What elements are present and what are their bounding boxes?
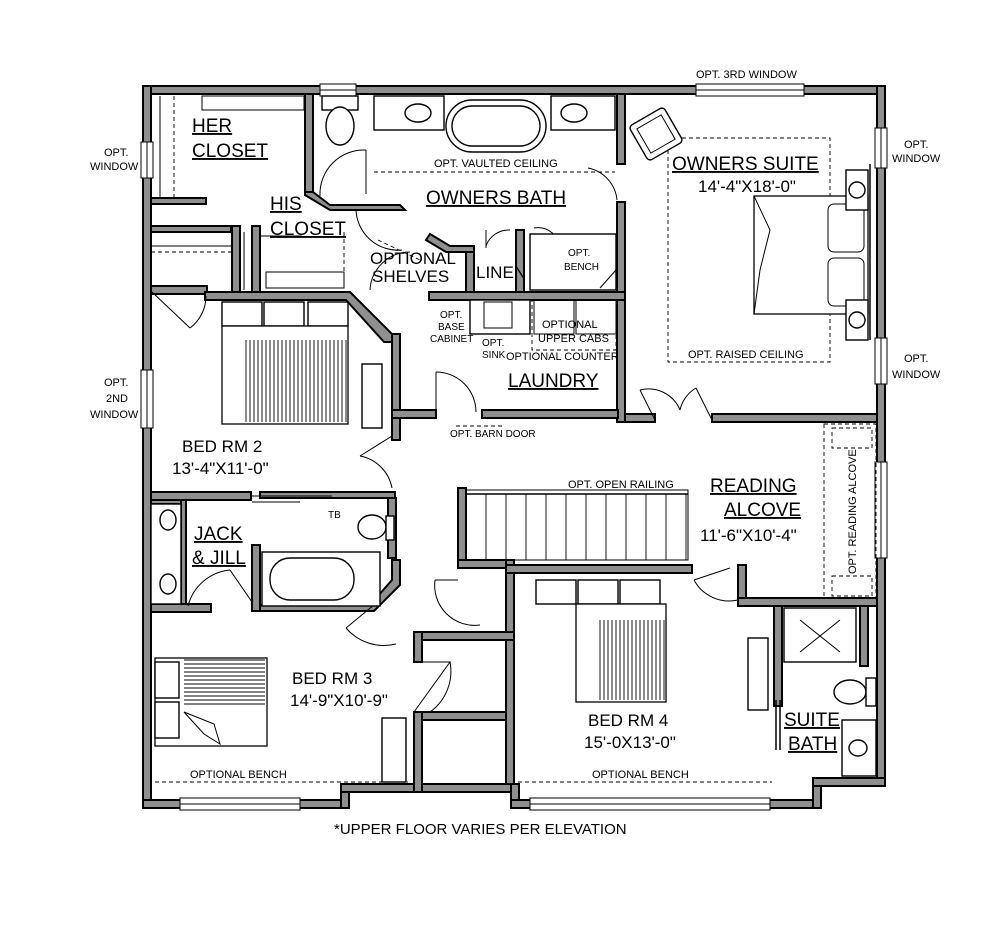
labels: HER CLOSET HIS CLOSET OWNERS BATH OWNERS… [90,69,941,838]
opt-window-right-mid-label-2: WINDOW [892,369,941,381]
tb-label: TB [328,510,341,521]
bed-rm-3-fixtures [154,657,408,783]
bed-rm-4-label: BED RM 4 [588,711,668,730]
reading-alcove-dim: 11'-6"X10'-4" [700,526,797,545]
optional-upper-cabs-label-2: UPPER CABS [538,333,609,345]
optional-upper-cabs-label: OPTIONAL [542,319,598,331]
opt-barn-door-label: OPT. BARN DOOR [450,429,536,440]
bed-rm-3-label: BED RM 3 [292,669,372,688]
opt-2nd-window-label: OPT. [104,377,128,389]
opt-sink-label-2: SINK [482,350,506,361]
her-closet-label-2: CLOSET [192,141,268,162]
reading-alcove-label: READING [710,476,797,497]
bed-rm-2-dim: 13'-4"X11'-0" [172,459,269,478]
bed-rm-3-dim: 14'-9"X10'-9" [290,691,388,710]
reading-alcove-fixtures [823,423,877,599]
optional-shelves-label: OPTIONAL [370,249,456,268]
opt-raised-ceiling-label: OPT. RAISED CEILING [688,349,804,361]
owners-bath-fixtures [321,95,617,291]
laundry-fixtures [469,299,617,351]
opt-window-right-top-label-2: WINDOW [892,153,941,165]
opt-reading-alcove-label: OPT. READING ALCOVE [847,449,859,574]
opt-3rd-window-label: OPT. 3RD WINDOW [696,69,797,81]
footnote-label: *UPPER FLOOR VARIES PER ELEVATION [334,821,627,838]
optional-bench-left-label: OPTIONAL BENCH [190,769,287,781]
owners-suite-dim: 14'-4"X18'-0" [698,177,796,196]
interior-walls [150,93,878,793]
stairs [465,489,689,561]
opt-2nd-window-label-3: WINDOW [90,409,139,421]
owners-suite-label: OWNERS SUITE [672,154,819,175]
owners-bath-label: OWNERS BATH [426,188,566,209]
laundry-label: LAUNDRY [508,371,599,392]
owners-suite-fixtures [629,107,871,363]
opt-open-railing-label: OPT. OPEN RAILING [568,479,674,491]
closet-shelving [151,95,421,290]
linen-label: LINEN [476,263,526,282]
opt-bench-label-2: BENCH [564,262,599,273]
opt-window-left-label-2: WINDOW [90,161,139,173]
windows [140,83,888,811]
his-closet-label: HIS [270,194,302,215]
opt-window-left-label: OPT. [104,147,128,159]
bed-rm-2-label: BED RM 2 [182,437,262,456]
jack-jill-fixtures [150,495,395,607]
optional-shelves-label-2: SHELVES [372,267,449,286]
optional-bench-right-label: OPTIONAL BENCH [592,769,689,781]
bed-rm-4-fixtures [518,579,781,783]
bed-rm-4-dim: 15'-0X13'-0" [584,733,676,752]
opt-sink-label: OPT. [482,338,504,349]
opt-vaulted-ceiling-label: OPT. VAULTED CEILING [434,158,558,170]
his-closet-label-2: CLOSET [270,219,346,240]
opt-2nd-window-label-2: 2ND [106,393,128,405]
her-closet-label: HER [192,116,232,137]
suite-bath-fixtures [783,607,877,777]
optional-counter-label: OPTIONAL COUNTER [506,351,619,363]
opt-base-cabinet-label: OPT. [440,310,462,321]
jack-jill-label-2: & JILL [192,548,246,569]
opt-window-right-top-label: OPT. [904,139,928,151]
opt-window-right-mid-label: OPT. [904,353,928,365]
opt-base-cabinet-label-2: BASE [438,322,465,333]
opt-bench-label: OPT. [568,248,590,259]
suite-bath-label-2: BATH [788,734,837,755]
opt-base-cabinet-label-3: CABINET [430,334,473,345]
suite-bath-label: SUITE [784,710,840,731]
reading-alcove-label-2: ALCOVE [724,500,801,521]
jack-jill-label: JACK [194,524,243,545]
bed-rm-2-fixtures [221,301,383,429]
